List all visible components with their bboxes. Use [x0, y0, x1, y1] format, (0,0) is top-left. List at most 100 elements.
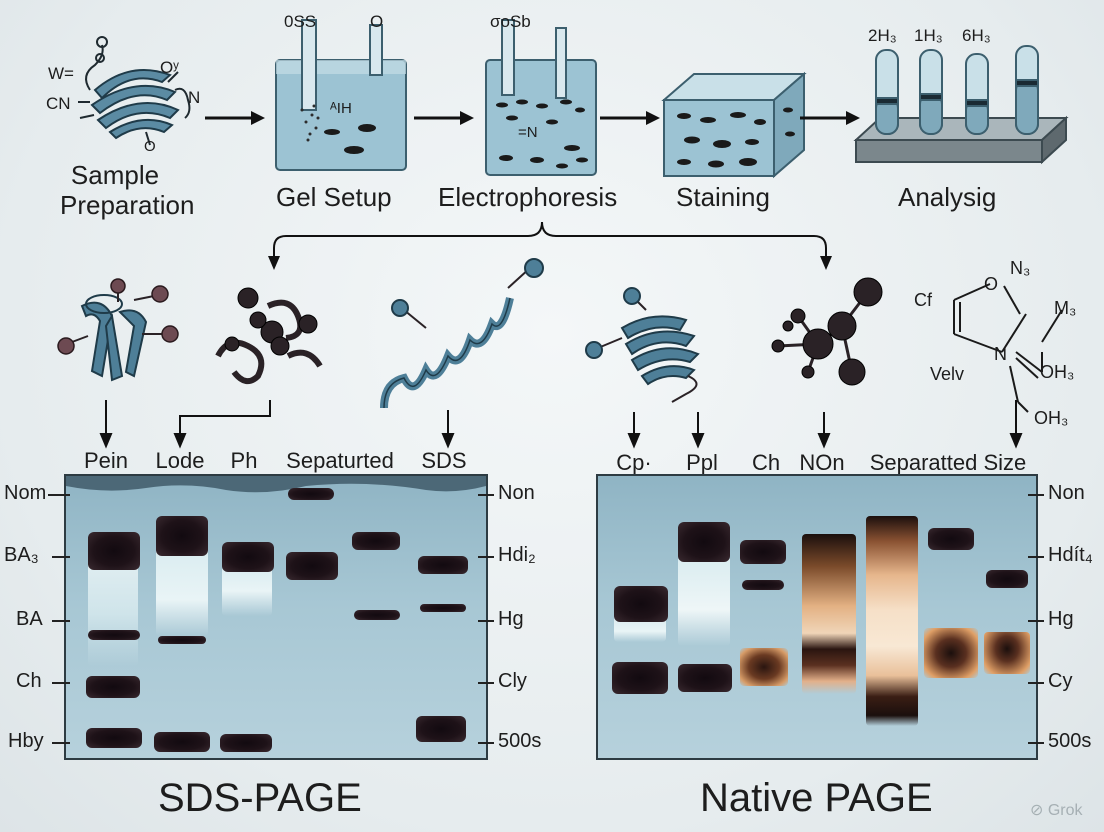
sds-left-tick: [52, 620, 70, 622]
native-right-marker: Non: [1048, 482, 1085, 504]
sds-left-marker: Hby: [8, 730, 44, 752]
sds-band: [88, 630, 140, 640]
sds-lane-label: SDS: [421, 448, 467, 473]
sds-right-tick: [478, 620, 494, 622]
native-right-marker: Cy: [1048, 670, 1073, 692]
sds-right-marker: Hdi₂: [498, 544, 536, 566]
sds-right-tick: [478, 682, 494, 684]
arrow-right-icon: [800, 111, 860, 125]
watermark-text: Grok: [1047, 802, 1083, 819]
sds-left-marker: Nom: [4, 482, 47, 504]
native-gel: [596, 474, 1038, 760]
native-right-tick: [1028, 494, 1044, 496]
sds-band: [220, 734, 272, 752]
sample-label-n: N: [188, 88, 201, 107]
sample-label-cn: CN: [46, 94, 71, 113]
grok-logo-icon: ⊘: [1030, 802, 1044, 819]
sds-band: [222, 542, 274, 572]
sds-lane-label: Sepaturted: [286, 448, 394, 473]
beta-sheet-illustration: [585, 287, 700, 403]
gel-setup-label-o: O: [370, 12, 384, 31]
sds-lane-label: Lode: [155, 448, 205, 473]
gel-setup-label-inner: ᴬIH: [330, 100, 352, 117]
sds-band: [418, 556, 468, 574]
sds-band: [416, 716, 466, 742]
sds-left-tick: [48, 494, 70, 496]
native-lane-label: NOn: [799, 450, 845, 475]
sds-lane-label: Pein: [83, 448, 129, 473]
gel-setup-tank-illustration: [275, 19, 407, 171]
electrophoresis-tank-illustration: [485, 19, 597, 176]
sds-band: [288, 488, 334, 500]
sds-band: [156, 516, 208, 556]
sample-label-o2: O: [144, 138, 156, 155]
native-right-marker: Hg: [1048, 608, 1074, 630]
arrow-right-icon: [414, 111, 474, 125]
arrow-right-icon: [600, 111, 660, 125]
down-arrows: [99, 400, 1023, 449]
globular-protein-illustration: [215, 287, 323, 385]
native-smear-orange: [866, 516, 918, 726]
sds-left-tick: [52, 556, 70, 558]
sample-label-o1: Oʸ: [160, 58, 179, 77]
structural-formula-illustration: [953, 283, 1063, 413]
native-right-tick: [1028, 682, 1044, 684]
sds-right-marker: Hg: [498, 608, 524, 630]
sds-right-marker: Cly: [498, 670, 527, 692]
native-band: [740, 540, 786, 564]
native-band-orange: [924, 628, 978, 678]
formula-label-ms: M₃: [1054, 298, 1077, 318]
step-label-staining: Staining: [676, 182, 770, 212]
sds-band: [354, 610, 400, 620]
formula-label-velv: Velv: [930, 364, 965, 384]
sample-label-w: W=: [48, 64, 74, 83]
sds-right-tick: [478, 494, 494, 496]
sds-left-tick: [52, 742, 70, 744]
native-right-tick: [1028, 742, 1044, 744]
step-label-sample-preparation: Sample Preparation: [60, 160, 195, 220]
sds-lane-label: Ph: [230, 448, 258, 473]
electrophoresis-label-top: σoSb: [490, 12, 531, 31]
native-band: [612, 662, 668, 694]
formula-label-n3: N₃: [1010, 258, 1031, 278]
beta-sheet-protein-illustration: [57, 278, 179, 382]
native-lane-label: Ppl: [686, 450, 718, 475]
formula-label-oh3-bottom: OH₃: [1034, 408, 1069, 428]
sds-left-marker: Ch: [16, 670, 42, 692]
native-band: [678, 522, 730, 562]
formula-label-cf: Cf: [914, 290, 932, 310]
sds-band: [88, 532, 140, 570]
sds-band: [352, 532, 400, 550]
step-label-electrophoresis: Electrophoresis: [438, 182, 618, 212]
sds-band: [158, 636, 206, 644]
sds-right-tick: [478, 742, 494, 744]
arrow-right-icon: [205, 111, 265, 125]
sds-gel: [64, 474, 488, 760]
analysis-tube-label: 1H₃: [914, 26, 943, 45]
sds-band: [154, 732, 210, 752]
staining-box-illustration: [661, 71, 807, 179]
native-band-orange: [984, 632, 1030, 674]
watermark: ⊘ Grok: [1030, 800, 1083, 820]
alpha-helix-illustration: [380, 258, 544, 409]
electrophoresis-label-inner: =N: [518, 124, 538, 141]
native-band-orange: [740, 648, 788, 686]
native-band: [614, 586, 668, 622]
formula-label-oh3-right: OH₃: [1040, 362, 1075, 382]
step-label-gel-setup: Gel Setup: [276, 182, 392, 212]
native-right-marker: 500s: [1048, 730, 1092, 752]
gel-setup-label-top: 0SS: [284, 12, 317, 31]
native-smear-orange: [802, 534, 856, 694]
analysis-tubes-illustration: [853, 45, 1069, 165]
sds-left-marker: BA₃: [4, 544, 39, 566]
formula-label-o-top: O: [984, 274, 999, 294]
sds-band: [286, 552, 338, 580]
ball-and-stick-illustration: [771, 277, 883, 386]
sds-right-marker: 500s: [498, 730, 542, 752]
analysis-tube-label: 6H₃: [962, 26, 991, 45]
sds-band: [86, 728, 142, 748]
sds-right-tick: [478, 556, 494, 558]
native-band: [742, 580, 784, 590]
native-right-marker: Hdít₄: [1048, 544, 1093, 566]
sample-protein-illustration: [78, 36, 191, 146]
